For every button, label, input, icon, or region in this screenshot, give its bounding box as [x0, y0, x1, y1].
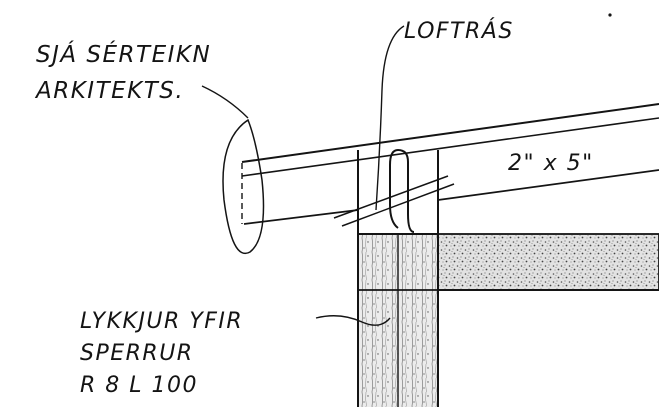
flap-note-line-1: LYKKJUR YFIR: [80, 309, 243, 334]
loft-hatch-hook: [389, 148, 415, 233]
loft-hatch-leader: [375, 25, 405, 211]
loft-hatch-label: LOFTRÁS: [404, 18, 514, 44]
strap-lines: [333, 175, 455, 227]
flap-note-line-3: R 8 L 100: [80, 373, 198, 398]
wall-post: [357, 150, 439, 407]
flap-note-line-2: SPERRUR: [80, 341, 194, 366]
ink-mark: [608, 13, 612, 17]
architect-note-line-2: ARKITEKTS.: [34, 78, 184, 104]
rafter-size-label: 2" x 5": [508, 151, 594, 176]
architect-note-callout: [201, 85, 265, 255]
rafter: [241, 103, 659, 225]
architect-note-line-1: SJÁ SÉRTEIKN: [36, 40, 211, 68]
flap-note-leader: [315, 315, 391, 326]
